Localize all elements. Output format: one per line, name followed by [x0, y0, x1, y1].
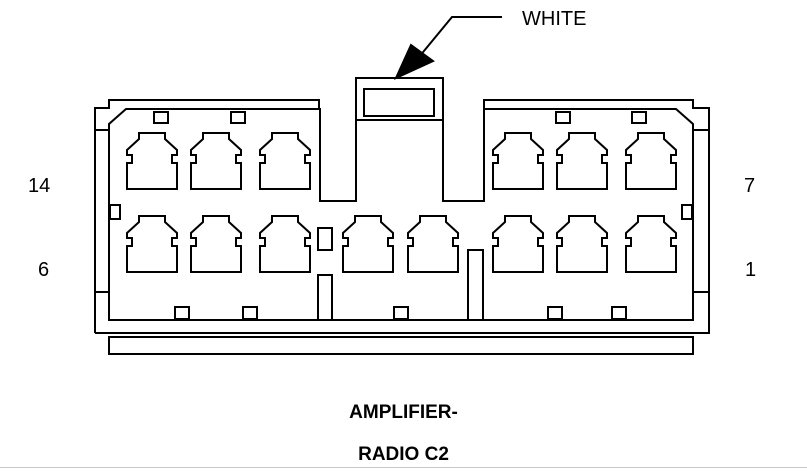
- callout-leader: [418, 16, 502, 58]
- page-divider: [0, 467, 807, 468]
- connector-title-line2: RADIO C2: [358, 444, 449, 465]
- key-bump: [393, 306, 409, 320]
- terminal-cavity: [190, 215, 242, 273]
- terminal-cavity: [492, 215, 544, 273]
- key-bump: [555, 111, 571, 124]
- terminal-cavity: [259, 215, 311, 273]
- connector-shell-outline: [94, 99, 710, 334]
- terminal-cavity: [625, 215, 677, 273]
- locking-tab: [355, 77, 444, 121]
- connector-body: [108, 108, 694, 321]
- center-post-low: [317, 274, 333, 321]
- center-post: [317, 227, 333, 251]
- connector-title-line1: AMPLIFIER-: [349, 402, 458, 423]
- terminal-cavity: [259, 132, 311, 190]
- key-bump: [174, 306, 190, 320]
- key-bump: [631, 111, 647, 124]
- key-bump: [153, 111, 169, 124]
- key-bump: [230, 111, 246, 124]
- terminal-cavity: [407, 215, 459, 273]
- terminal-cavity: [342, 215, 394, 273]
- right-post: [467, 249, 484, 321]
- wire-color-label: WHITE: [522, 8, 587, 30]
- connector-base-plate: [108, 336, 694, 355]
- terminal-cavity: [190, 132, 242, 190]
- terminal-cavity: [126, 132, 178, 190]
- key-bump: [242, 306, 258, 320]
- callout-arrowhead: [393, 43, 435, 81]
- terminal-cavity: [625, 132, 677, 190]
- terminal-cavity: [492, 132, 544, 190]
- key-bump: [547, 306, 563, 320]
- locking-tab-window: [363, 88, 435, 117]
- terminal-cavity: [126, 215, 178, 273]
- terminal-cavity: [556, 215, 608, 273]
- side-notch: [681, 204, 693, 220]
- side-notch: [109, 204, 121, 220]
- pin-label-1: 1: [745, 259, 757, 281]
- key-bump: [611, 306, 627, 320]
- pin-label-14: 14: [28, 175, 51, 197]
- pin-label-7: 7: [744, 175, 756, 197]
- terminal-cavity: [556, 132, 608, 190]
- pin-label-6: 6: [38, 259, 50, 281]
